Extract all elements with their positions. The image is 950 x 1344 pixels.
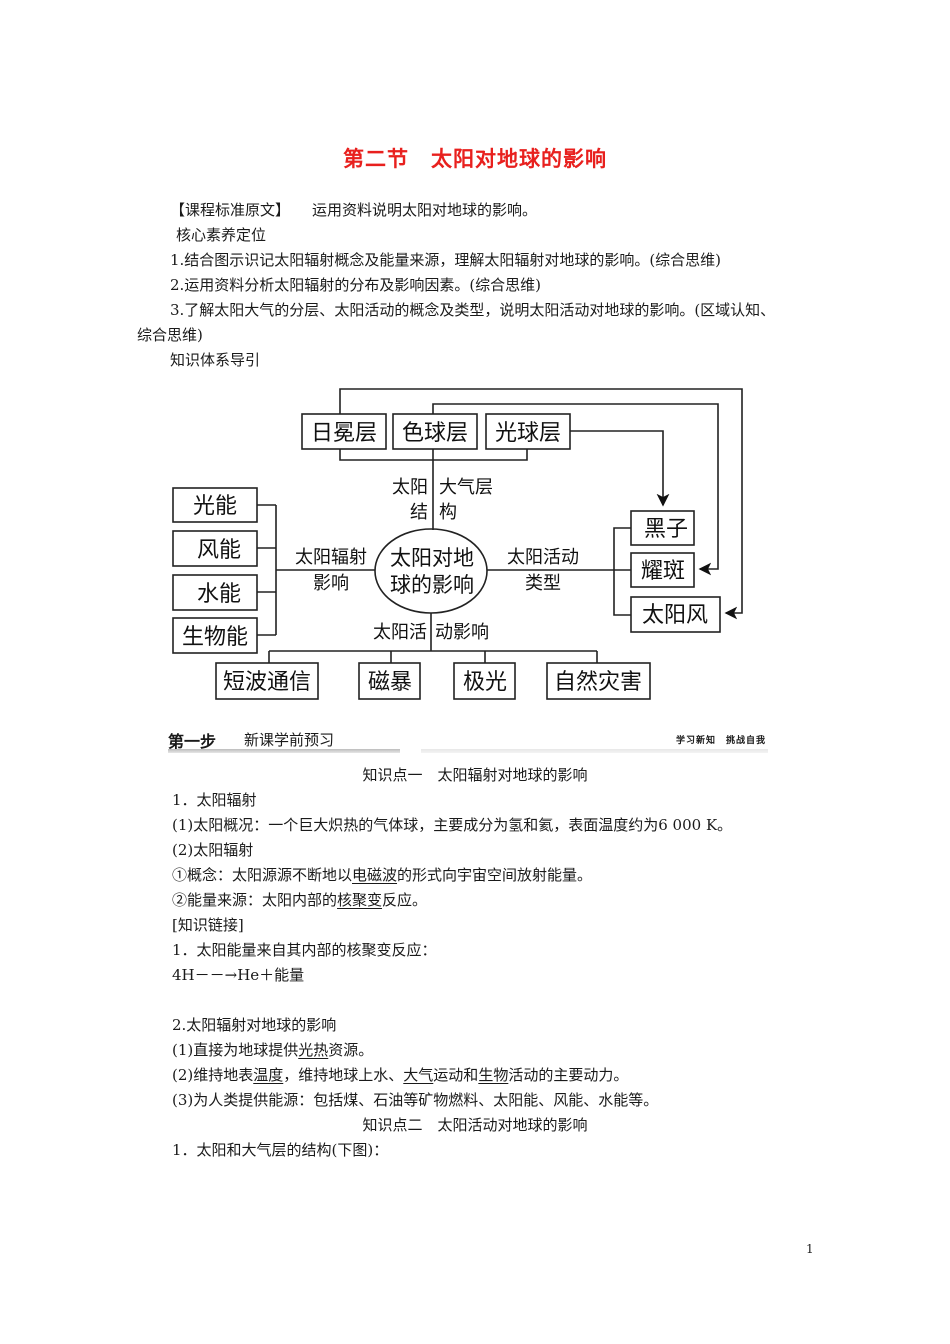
- box-natural-disaster: 自然灾害: [554, 670, 642, 695]
- label-structure-left1: 太阳: [392, 477, 428, 498]
- answer-underlined: 光热: [298, 1041, 329, 1059]
- s1-line4: ①概念：太阳源源不断地以电磁波的形式向宇宙空间放射能量。: [172, 865, 592, 885]
- label-activity1: 太阳活动: [507, 547, 579, 568]
- box-chromosphere: 色球层: [402, 421, 468, 446]
- box-sunspot: 黑子: [644, 517, 688, 542]
- box-water-energy: 水能: [197, 582, 241, 607]
- step-subtitle: 新课学前预习: [244, 731, 335, 749]
- label-radiation1: 太阳辐射: [295, 547, 367, 568]
- answer-underlined: 核聚变: [337, 891, 383, 909]
- s1-line7: 1．太阳能量来自其内部的核聚变反应：: [172, 941, 437, 959]
- s1-line3: (2)太阳辐射: [172, 841, 254, 859]
- text: 运动和: [433, 1066, 479, 1084]
- label-structure-left2: 结: [410, 502, 428, 523]
- label-activity2: 类型: [525, 573, 561, 594]
- text: 反应。: [382, 891, 428, 909]
- answer-underlined: 温度: [253, 1066, 284, 1084]
- text: 资源。: [328, 1041, 374, 1059]
- label-radiation2: 影响: [313, 573, 349, 594]
- s1-line8: 4H－－→He＋能量: [172, 966, 305, 984]
- knowledge-diagram: 日冕层 色球层 光球层 光能 风能 水能 生物能 黑子 耀斑 太阳风 短波通信 …: [172, 388, 743, 700]
- text: 活动的主要动力。: [508, 1066, 629, 1084]
- core-heading: 核心素养定位: [176, 226, 267, 244]
- core-item-3-cont: 综合思维): [137, 326, 203, 344]
- text: ①概念：太阳源源不断地以: [172, 866, 353, 884]
- box-flare: 耀斑: [641, 559, 685, 584]
- box-light-energy: 光能: [193, 494, 237, 519]
- box-bio-energy: 生物能: [182, 625, 248, 650]
- box-magnetic-storm: 磁暴: [368, 670, 412, 695]
- center-line2: 球的影响: [390, 573, 474, 597]
- step-label: 第一步: [168, 732, 217, 751]
- s2-line1: 1．太阳和大气层的结构(下图)：: [172, 1141, 389, 1159]
- section2-heading: 知识点二 太阳活动对地球的影响: [362, 1116, 588, 1134]
- label-structure-right2: 构: [439, 502, 457, 523]
- text: 的形式向宇宙空间放射能量。: [397, 866, 593, 884]
- s1-line10: (1)直接为地球提供光热资源。: [172, 1040, 373, 1060]
- label-effect-right: 动影响: [435, 622, 489, 643]
- s1-line11: (2)维持地表温度，维持地球上水、大气运动和生物活动的主要动力。: [172, 1065, 628, 1085]
- page-number: 1: [806, 1242, 814, 1256]
- answer-underlined: 生物: [478, 1066, 509, 1084]
- page-title: 第二节 太阳对地球的影响: [343, 147, 607, 171]
- banner-underline-left: [168, 749, 400, 753]
- s1-line6: [知识链接]: [172, 916, 244, 934]
- s1-line2: (1)太阳概况：一个巨大炽热的气体球，主要成分为氢和氦，表面温度约为6 000 …: [172, 816, 733, 834]
- section1-heading: 知识点一 太阳辐射对地球的影响: [362, 766, 588, 784]
- s1-line1: 1．太阳辐射: [172, 791, 257, 809]
- standard-label: 【课程标准原文】: [170, 201, 291, 219]
- box-photosphere: 光球层: [495, 421, 561, 446]
- label-structure-right1: 大气层: [439, 477, 493, 498]
- core-item-3: 3.了解太阳大气的分层、太阳活动的概念及类型，说明太阳活动对地球的影响。(区域认…: [170, 301, 776, 319]
- text: ②能量来源：太阳内部的: [172, 891, 338, 909]
- s1-line9: 2.太阳辐射对地球的影响: [172, 1016, 337, 1034]
- step-motto: 学习新知 挑战自我: [676, 736, 767, 746]
- banner-underline-right: [421, 749, 768, 753]
- answer-underlined: 电磁波: [352, 866, 398, 884]
- course-standard: 【课程标准原文】 运用资料说明太阳对地球的影响。: [170, 200, 537, 220]
- box-shortwave: 短波通信: [223, 670, 311, 695]
- core-item-2: 2.运用资料分析太阳辐射的分布及影响因素。(综合思维): [170, 276, 542, 294]
- text: (1)直接为地球提供: [172, 1041, 299, 1059]
- box-aurora: 极光: [463, 670, 507, 695]
- label-effect-left: 太阳活: [373, 622, 427, 643]
- s1-line12: (3)为人类提供能源：包括煤、石油等矿物燃料、太阳能、风能、水能等。: [172, 1091, 659, 1109]
- guide-heading: 知识体系导引: [170, 351, 261, 369]
- s1-line5: ②能量来源：太阳内部的核聚变反应。: [172, 890, 427, 910]
- box-wind-energy: 风能: [197, 538, 241, 563]
- box-corona: 日冕层: [311, 421, 377, 446]
- text: ，维持地球上水、: [283, 1066, 404, 1084]
- box-solar-wind: 太阳风: [642, 603, 708, 628]
- answer-underlined: 大气: [403, 1066, 434, 1084]
- text: (2)维持地表: [172, 1066, 254, 1084]
- center-line1: 太阳对地: [390, 546, 474, 570]
- standard-text: 运用资料说明太阳对地球的影响。: [312, 201, 538, 219]
- core-item-1: 1.结合图示识记太阳辐射概念及能量来源，理解太阳辐射对地球的影响。(综合思维): [170, 251, 722, 269]
